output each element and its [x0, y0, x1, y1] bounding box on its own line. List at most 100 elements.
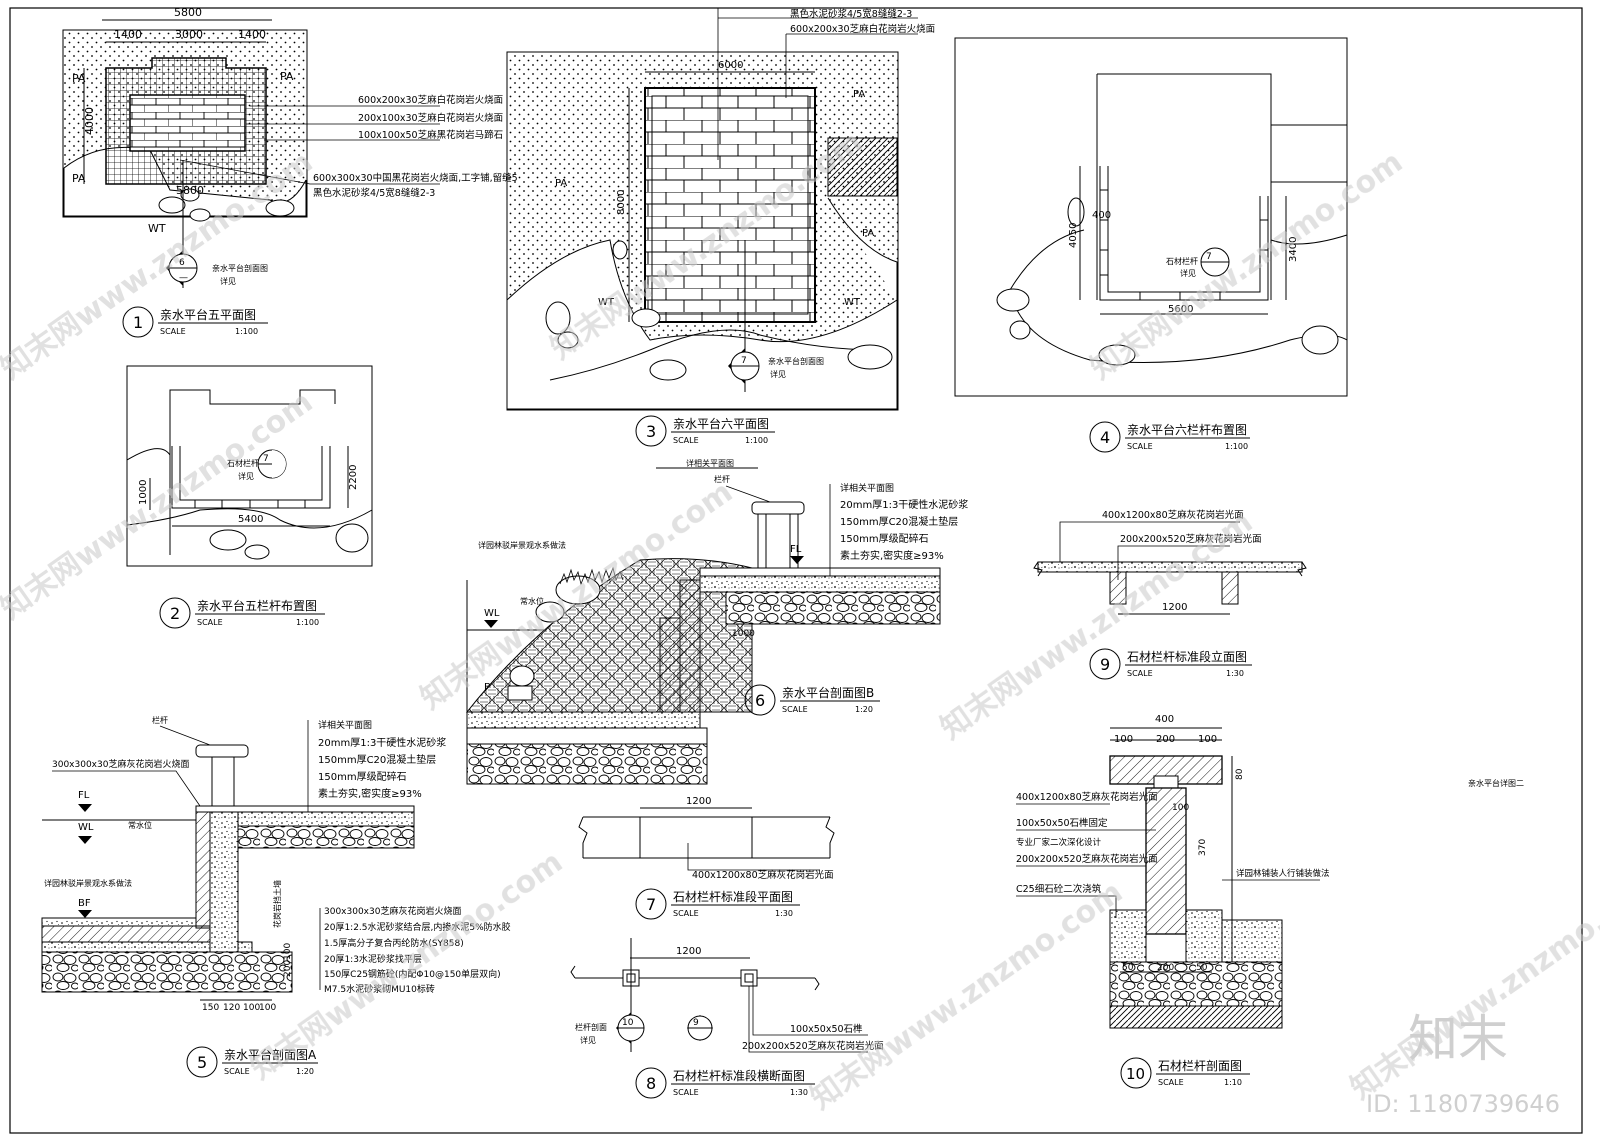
- section-marker-6: 6 —: [166, 160, 198, 288]
- zone-wt: WT: [148, 222, 166, 235]
- plan-4-railing: [1099, 166, 1269, 301]
- dim-100: 100: [243, 1003, 260, 1013]
- railing-marker-7: 7: [257, 449, 287, 479]
- zone-wl: WL: [78, 822, 94, 833]
- s5-layer-0: 详相关平面图: [318, 719, 372, 731]
- s5-left-note: 300x300x30芝麻灰花岗岩火烧面: [52, 758, 189, 770]
- p9-post-b: [1221, 571, 1239, 605]
- s5-bottom-note: 详园林驳岸景观水系做法: [44, 878, 132, 888]
- note-p9-a: 400x1200x80芝麻灰花岗岩光面: [1102, 509, 1244, 521]
- dim-1400-a: 1400: [114, 28, 142, 41]
- section-marker-7: 7: [728, 240, 760, 392]
- zone-fl: FL: [78, 790, 90, 801]
- note-p10-4: C25细石砼二次浇筑: [1016, 883, 1102, 895]
- svg-text:石材栏杆标准段平面图: 石材栏杆标准段平面图: [673, 889, 793, 904]
- svg-text:亲水平台剖面图B: 亲水平台剖面图B: [782, 685, 874, 700]
- svg-text:亲水平台六平面图: 亲水平台六平面图: [673, 416, 769, 431]
- zone-wt: WT: [844, 297, 861, 308]
- plan-10: 400 100 200 100 50 200 50 80 370 100 400…: [1016, 714, 1330, 1029]
- note-p10-1: 100x50x50石榫固定: [1016, 817, 1108, 829]
- s5-wall-label: 花岗岩挡土墙: [272, 880, 282, 928]
- dim-3400: 3400: [1288, 237, 1299, 262]
- plan-1: 5800 1400 3000 1400 4000 5800 PA PA PA W…: [62, 6, 518, 288]
- dim-200: 200: [1157, 963, 1174, 973]
- note-p10-2: 专业厂家二次深化设计: [1016, 837, 1102, 848]
- note-p9-b: 200x200x520芝麻灰花岗岩光面: [1120, 533, 1262, 545]
- svg-text:1:30: 1:30: [775, 909, 793, 918]
- plan-4: 4050 400 3400 5600 7 石材栏杆 详见: [954, 37, 1348, 397]
- zone-pa: PA: [555, 178, 567, 189]
- s6-rail-label: 栏杆: [714, 474, 730, 484]
- s5-railing: [195, 744, 249, 807]
- title-block-4: 4 亲水平台六栏杆布置图 SCALE 1:100: [1089, 421, 1250, 453]
- zone-pa: PA: [853, 89, 865, 100]
- note-p10-3: 200x200x520芝麻灰花岗岩光面: [1016, 853, 1158, 865]
- title-block-6: 6 亲水平台剖面图B SCALE 1:20: [744, 684, 880, 716]
- svg-text:SCALE: SCALE: [673, 1088, 699, 1097]
- watermark-logo: 知末: [1408, 1010, 1508, 1068]
- p4-railing-label: 石材栏杆: [1166, 256, 1198, 266]
- p10-post: [1145, 787, 1187, 935]
- p1-section-label: 亲水平台剖面图: [212, 263, 268, 273]
- s6-left-note: 详园林驳岸景观水系做法: [478, 540, 566, 550]
- zone-wl: WL: [484, 608, 500, 619]
- title-block-3: 3 亲水平台六平面图 SCALE 1:100: [635, 415, 775, 447]
- s6-layer-3: 150mm厚级配碎石: [840, 532, 929, 545]
- s6-railing: [751, 501, 805, 569]
- plan-1-leaders: [179, 105, 440, 185]
- dim-50: 50: [1122, 963, 1134, 973]
- svg-text:亲水平台六栏杆布置图: 亲水平台六栏杆布置图: [1127, 422, 1247, 437]
- svg-text:1:10: 1:10: [1224, 1078, 1242, 1087]
- dim-100: 100: [283, 943, 293, 960]
- dim-100: 100: [259, 1003, 276, 1013]
- dim-1200: 1200: [676, 946, 701, 957]
- svg-text:SCALE: SCALE: [1127, 442, 1153, 451]
- plan-7: 1200 400x1200x80芝麻灰花岗岩光面: [578, 796, 835, 881]
- plan-3-rocks: [545, 240, 893, 381]
- svg-text:石材栏杆剖面图: 石材栏杆剖面图: [1158, 1058, 1242, 1073]
- title-block-7: 7 石材栏杆标准段平面图 SCALE 1:30: [635, 888, 800, 920]
- dim-4000: 4000: [83, 107, 96, 135]
- dim-1400-b: 1400: [238, 28, 266, 41]
- svg-text:2: 2: [170, 604, 180, 623]
- s6-layer-4: 素土夯实,密实度≥93%: [840, 549, 944, 562]
- title-block-2: 2 亲水平台五栏杆布置图 SCALE 1:100: [159, 597, 325, 629]
- dim-100: 100: [1172, 803, 1189, 813]
- svg-text:10: 10: [622, 1018, 634, 1028]
- svg-text:亲水平台五平面图: 亲水平台五平面图: [160, 307, 256, 322]
- plan-1-rocks: [158, 188, 295, 222]
- dim-4050: 4050: [1068, 223, 1079, 248]
- watermark-text: 知末网www.znzmo.com: [245, 845, 570, 1087]
- note-p1-4: 黑色水泥砂浆4/5宽8缝缝2-3: [313, 187, 435, 199]
- zone-pa: PA: [862, 228, 874, 239]
- dim-50: 50: [1196, 963, 1208, 973]
- svg-text:1:20: 1:20: [296, 1067, 314, 1076]
- svg-text:9: 9: [693, 1018, 699, 1028]
- watermark-text: 知末网www.znzmo.com: [805, 875, 1130, 1117]
- svg-text:1: 1: [133, 313, 143, 332]
- svg-text:SCALE: SCALE: [197, 618, 223, 627]
- svg-text:4: 4: [1100, 428, 1110, 447]
- title-block-1: 1 亲水平台五平面图 SCALE 1:100: [122, 306, 268, 338]
- dim-6000: 6000: [718, 60, 743, 71]
- s5-layer-3: 150mm厚级配碎石: [318, 770, 407, 783]
- title-block-9: 9 石材栏杆标准段立面图 SCALE 1:30: [1089, 648, 1252, 680]
- svg-text:石材栏杆标准段横断面图: 石材栏杆标准段横断面图: [673, 1068, 805, 1083]
- plan-2: 1000 2200 5400 7 石材栏杆 详见: [126, 365, 373, 567]
- dim-1000: 1000: [138, 480, 149, 505]
- note-p10-0: 400x1200x80芝麻灰花岗岩光面: [1016, 791, 1158, 803]
- svg-text:—: —: [179, 273, 188, 283]
- svg-text:1:30: 1:30: [790, 1088, 808, 1097]
- svg-text:SCALE: SCALE: [782, 705, 808, 714]
- note-p1-3: 600x300x30中国黑花岗岩火烧面,工字铺,留缝5: [313, 172, 518, 184]
- dim-400: 400: [1155, 714, 1174, 725]
- svg-text:1:30: 1:30: [1226, 669, 1244, 678]
- zone-pa: PA: [72, 172, 86, 185]
- s5-wall-layer-4: 150厚C25钢筋砼(内配Φ10@150单层双向): [324, 968, 501, 980]
- dim-5800-top: 5800: [174, 6, 202, 19]
- zone-fl: FL: [790, 544, 802, 555]
- p3-see-label: 详见: [770, 369, 786, 379]
- plan-2-railing: [171, 446, 331, 509]
- p8-see-b: 详见: [580, 1035, 596, 1045]
- dim-200: 200: [283, 960, 293, 977]
